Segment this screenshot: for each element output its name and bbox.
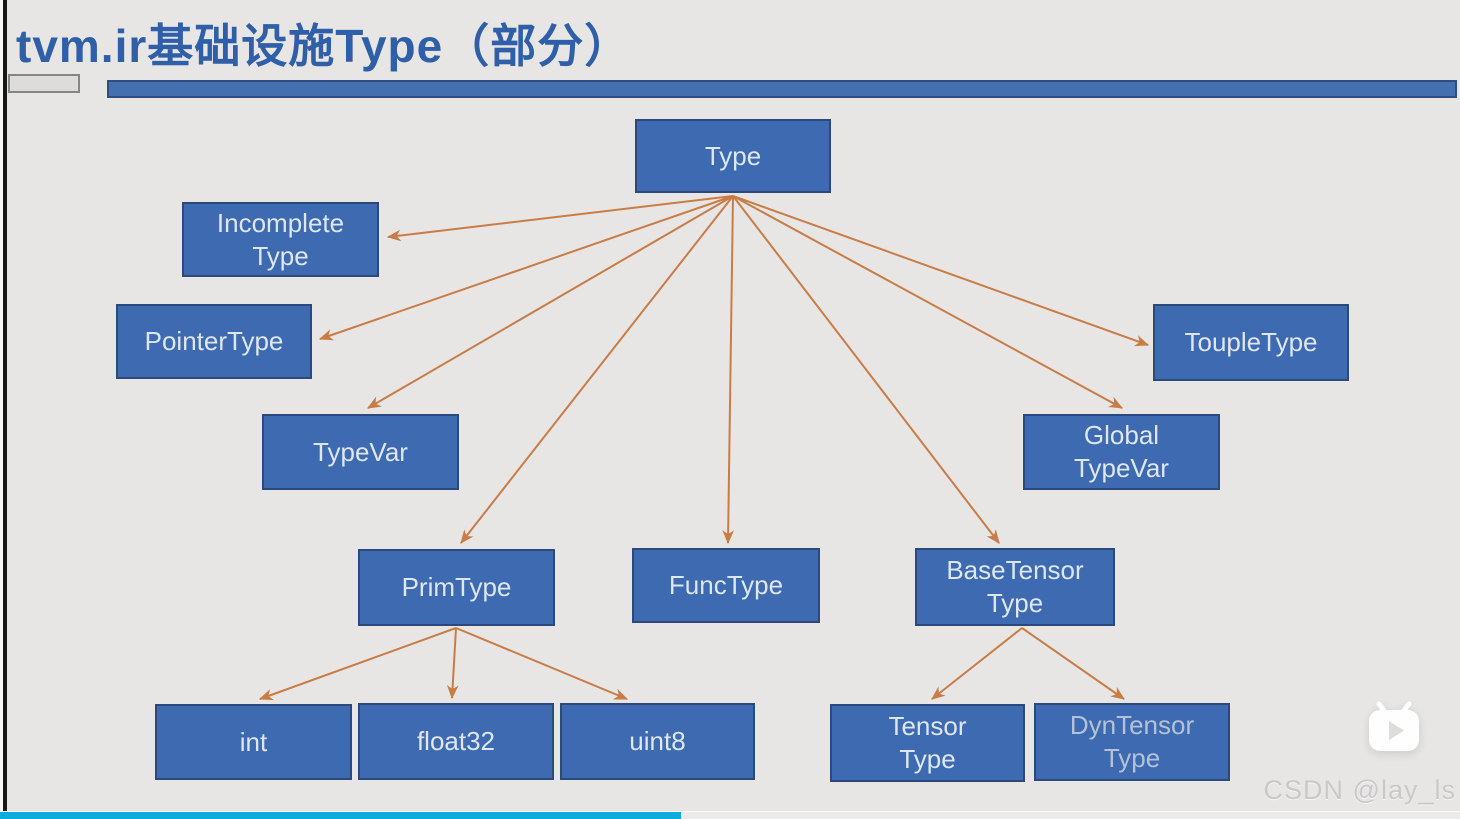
node-label: Type	[704, 140, 762, 171]
node-label: Type	[252, 240, 309, 271]
edge-base-tensor-type-to-tensor-type	[931, 627, 1023, 700]
node-label: Global	[1083, 420, 1160, 450]
tv-play-icon	[1369, 701, 1419, 751]
left-edge-border	[3, 0, 7, 819]
edge-prim-type-to-uint8	[455, 627, 629, 700]
node-label: BaseTensor	[946, 555, 1084, 585]
node-label: uint8	[629, 726, 686, 756]
edge-type-to-pointer-type	[318, 195, 734, 341]
node-label: PrimType	[401, 572, 512, 602]
edge-prim-type-to-int	[258, 627, 457, 701]
title-underline-bar	[107, 80, 1457, 98]
left-edge-highlight	[0, 0, 3, 819]
edge-type-to-incomplete-type	[386, 195, 734, 242]
node-label: ToupleType	[1184, 327, 1318, 357]
node-label: Type	[899, 744, 956, 774]
node-pointer-type: PointerType	[116, 304, 312, 379]
node-label: Type	[986, 588, 1044, 618]
node-type: Type	[635, 119, 831, 193]
node-int: int	[155, 704, 352, 780]
node-label: float32	[416, 726, 496, 756]
edge-type-to-touple-type	[732, 195, 1150, 347]
edge-type-to-global-type-var	[732, 195, 1124, 409]
edge-base-tensor-type-to-dyn-tensor-type	[1021, 627, 1125, 700]
node-label: FuncType	[668, 570, 784, 600]
video-play-button[interactable]	[1366, 699, 1422, 754]
node-float32: float32	[358, 703, 554, 780]
edge-type-to-base-tensor-type	[732, 195, 1000, 544]
node-prim-type: PrimType	[358, 549, 555, 626]
page-title: tvm.ir基础设施Type（部分）	[16, 20, 632, 72]
node-touple-type: ToupleType	[1153, 304, 1349, 381]
node-label: PointerType	[144, 326, 284, 356]
node-label: int	[239, 726, 268, 757]
title-underline-box	[8, 74, 80, 93]
edge-type-to-func-type	[722, 195, 735, 545]
edge-type-to-type-var	[366, 195, 734, 409]
node-func-type: FuncType	[632, 548, 820, 623]
node-label: DynTensor	[1069, 710, 1195, 740]
node-label: Incomplete	[216, 207, 345, 238]
progress-played	[0, 812, 681, 819]
node-uint8: uint8	[560, 703, 755, 780]
video-progress-bar[interactable]	[0, 811, 1460, 819]
edge-prim-type-to-float32	[446, 627, 459, 700]
node-type-var: TypeVar	[262, 414, 459, 490]
node-label: Type	[1103, 743, 1161, 773]
node-label: TypeVar	[313, 436, 408, 467]
csdn-watermark: CSDN @lay_ls	[1263, 775, 1456, 805]
node-label: TypeVar	[1074, 453, 1169, 483]
node-label: Tensor	[888, 711, 967, 741]
edge-type-to-prim-type	[460, 195, 734, 544]
